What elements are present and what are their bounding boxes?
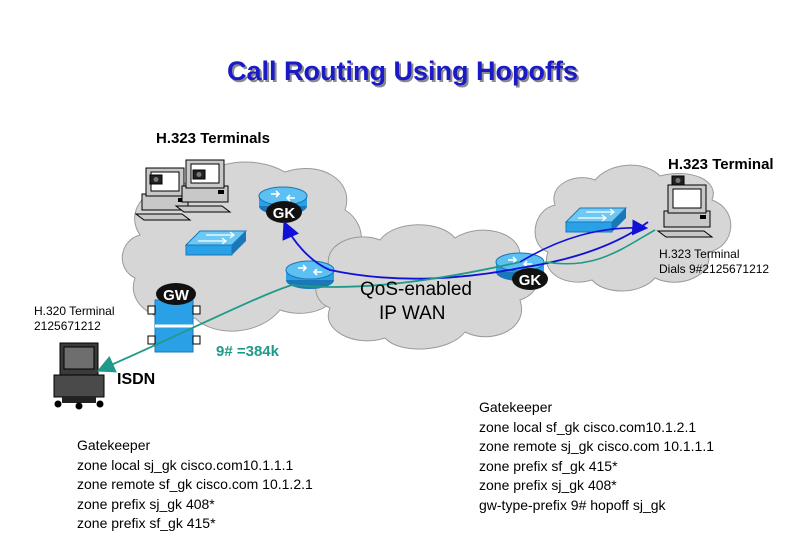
- right-gatekeeper-config: Gatekeeper zone local sf_gk cisco.com10.…: [479, 398, 714, 515]
- left-terminals-label: H.323 Terminals: [156, 130, 270, 147]
- wan-label-line-2: IP WAN: [379, 303, 446, 324]
- config-line: zone prefix sj_gk 408*: [479, 477, 617, 493]
- right-gatekeeper-badge: GK: [512, 268, 548, 290]
- page-title: Call Routing Using Hopoffs: [227, 56, 578, 86]
- wan-cloud: [315, 224, 540, 350]
- config-line: zone remote sj_gk cisco.com 10.1.1.1: [479, 438, 715, 454]
- right-terminal-label: H.323 Terminal: [668, 156, 774, 173]
- call-speed-label: 9# =384k: [216, 343, 279, 360]
- left-gatekeeper-config: Gatekeeper zone local sj_gk cisco.com10.…: [77, 436, 313, 534]
- media-path-right: [519, 219, 649, 263]
- svg-text:GK: GK: [519, 272, 542, 289]
- video-terminal-icon: [192, 169, 206, 180]
- config-line: zone local sj_gk cisco.com10.1.1.1: [77, 456, 294, 473]
- gateway-icon: [147, 299, 201, 353]
- config-line: Gatekeeper: [479, 399, 553, 415]
- h320-terminal-label: H.320 Terminal 2125671212: [34, 304, 114, 334]
- config-line: gw-type-prefix 9# hopoff sj_gk: [479, 496, 666, 513]
- config-line: zone remote sf_gk cisco.com 10.1.2.1: [77, 476, 313, 492]
- media-path-teal-right: [544, 229, 656, 265]
- dial-note-line-1: H.323 Terminal: [659, 247, 740, 261]
- video-terminal-icon: [671, 175, 685, 186]
- config-line: zone prefix sj_gk 408*: [77, 495, 215, 512]
- left-gatekeeper-badge: GK: [266, 201, 302, 223]
- svg-text:GW: GW: [163, 287, 190, 304]
- gateway-badge: GW: [156, 283, 196, 305]
- config-line: zone local sf_gk cisco.com10.1.2.1: [479, 418, 697, 435]
- h320-terminal-number: 2125671212: [34, 319, 101, 333]
- dial-note-line-2: Dials 9#2125671212: [659, 262, 770, 276]
- video-terminal-icon: [53, 342, 105, 410]
- isdn-label: ISDN: [117, 371, 156, 388]
- media-path-teal: [96, 261, 521, 373]
- dial-note: H.323 Terminal Dials 9#2125671212: [659, 247, 769, 277]
- wan-label-line-1: QoS-enabled: [360, 279, 472, 300]
- video-terminal-icon: [149, 174, 163, 185]
- wan-label: QoS-enabled IP WAN: [360, 278, 472, 326]
- config-line: zone prefix sf_gk 415*: [479, 457, 618, 474]
- svg-text:GK: GK: [273, 205, 296, 222]
- gatekeeper-signaling-path: [282, 220, 649, 280]
- h320-terminal-name: H.320 Terminal: [34, 304, 115, 318]
- config-line: Gatekeeper: [77, 437, 151, 453]
- config-line: zone prefix sf_gk 415*: [77, 515, 216, 531]
